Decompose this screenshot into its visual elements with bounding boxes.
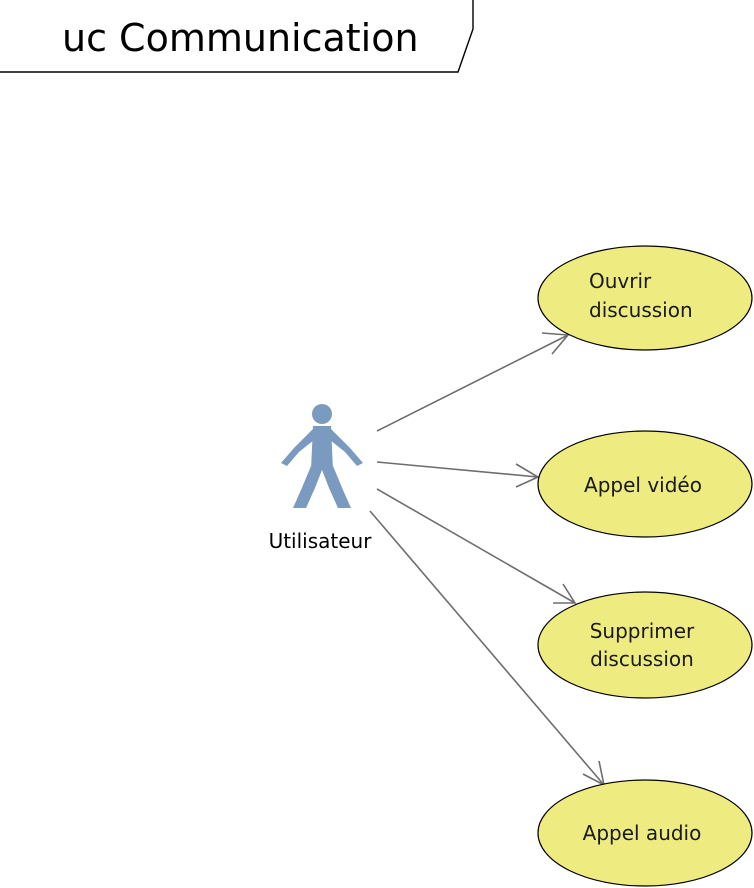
use-case-appel-video[interactable]: Appel vidéo [537, 430, 753, 538]
use-case-ouvrir-discussion[interactable]: Ouvrir discussion [537, 245, 753, 351]
frame-tab [0, 0, 474, 73]
association-ouvrir-discussion [376, 332, 570, 432]
use-case-supprimer-discussion[interactable]: Supprimer discussion [537, 591, 753, 699]
use-case-label-line: Appel vidéo [584, 473, 702, 497]
associations [369, 332, 606, 787]
association-supprimer-discussion [376, 488, 577, 604]
actor-label: Utilisateur [269, 529, 373, 553]
frame-header: uc Communication [0, 0, 474, 73]
association-appel-video [376, 461, 540, 488]
frame-title: uc Communication [62, 16, 419, 60]
use-case-label-line: Supprimer [590, 619, 695, 643]
use-case-label-line: discussion [589, 298, 693, 322]
actor-stick-figure-icon [281, 404, 363, 508]
use-case-label-line: Ouvrir [589, 269, 652, 293]
actor[interactable]: Utilisateur [269, 404, 373, 553]
use-case-appel-audio[interactable]: Appel audio [537, 779, 753, 887]
use-case-label-line: Appel audio [583, 821, 702, 845]
use-case-label-line: discussion [590, 647, 694, 671]
